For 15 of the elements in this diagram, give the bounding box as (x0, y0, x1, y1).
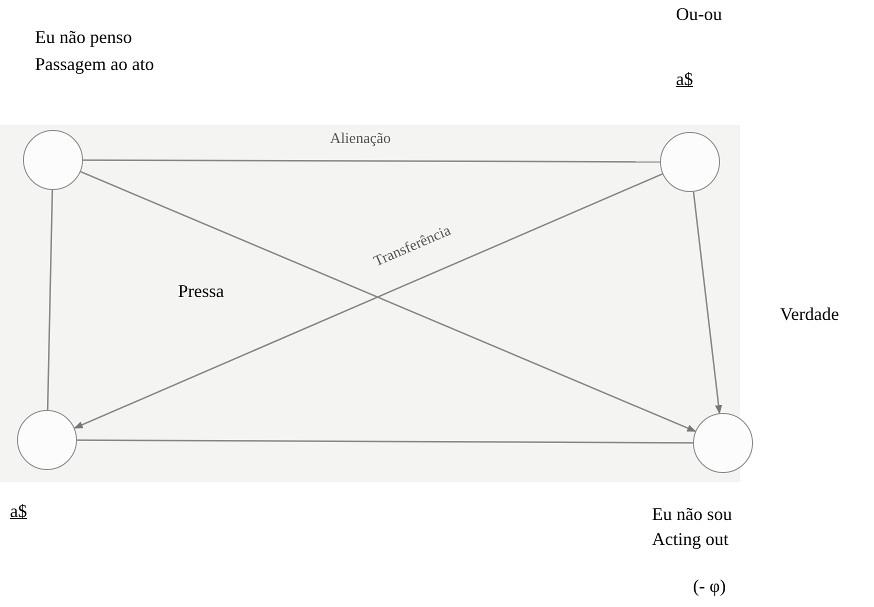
edge-label: Alienação (330, 132, 391, 147)
node-caption: (- φ) (693, 577, 726, 597)
node-caption: Eu não penso (35, 28, 132, 48)
text-label: Verdade (780, 305, 839, 325)
node-caption: Passagem ao ato (35, 55, 154, 75)
text-label: Pressa (178, 282, 224, 302)
connector-line (77, 439, 693, 444)
node-caption: a$ (676, 70, 693, 90)
connector-line (83, 159, 660, 163)
node-caption: a$ (10, 502, 27, 522)
node-caption: Acting out (652, 530, 728, 550)
connector-line (46, 190, 54, 410)
arrow (692, 192, 722, 414)
node-caption: Ou-ou (676, 5, 722, 25)
node-caption: Eu não sou (652, 505, 732, 525)
